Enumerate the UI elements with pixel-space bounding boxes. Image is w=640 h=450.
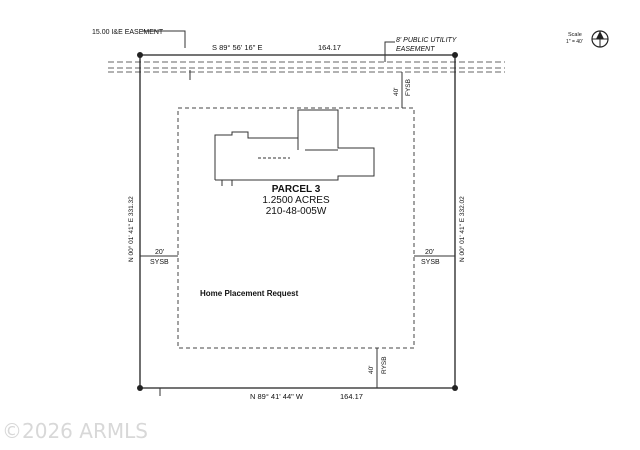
utility-easement-line1: 8' PUBLIC UTILITY <box>396 37 458 44</box>
scale-label: Scale <box>568 32 582 38</box>
easement-label: 15.00 I&E EASEMENT <box>92 29 164 36</box>
house-footprint <box>214 109 375 186</box>
property-boundary <box>139 54 456 389</box>
right-bearing: N 00° 01' 41" E 332.02 <box>458 196 466 262</box>
utility-easement-line2: EASEMENT <box>396 46 435 53</box>
left-setback-label: SYSB <box>150 259 169 266</box>
building-envelope <box>177 107 415 349</box>
scale-value: 1" = 40' <box>566 39 583 45</box>
top-setback-dist: 40' <box>393 88 400 96</box>
setback-lines <box>140 72 455 388</box>
left-bearing: N 00° 01' 41" E 331.32 <box>127 196 135 262</box>
bottom-setback-dist: 40' <box>368 366 375 374</box>
top-setback-label: FYSB <box>405 79 412 96</box>
left-setback-dist: 20' <box>155 249 164 256</box>
home-placement-request: Home Placement Request <box>200 289 299 298</box>
right-setback-dist: 20' <box>425 249 434 256</box>
north-arrow-icon <box>591 30 609 48</box>
parcel-apn: 210-48-005W <box>266 206 327 217</box>
callout-leaders <box>142 30 395 396</box>
parcel-title: PARCEL 3 <box>272 184 321 195</box>
bottom-setback-label: RYSB <box>381 356 388 374</box>
parcel-acres: 1.2500 ACRES <box>262 195 330 206</box>
road-lines <box>108 61 505 73</box>
right-setback-label: SYSB <box>421 259 440 266</box>
copyright-watermark: ©2026 ARMLS <box>2 419 148 443</box>
bottom-bearing: N 89° 41' 44" W <box>250 392 304 401</box>
top-bearing: S 89° 56' 16" E <box>212 43 262 52</box>
corner-pins <box>137 52 458 391</box>
top-distance: 164.17 <box>318 43 341 52</box>
bottom-distance: 164.17 <box>340 392 363 401</box>
